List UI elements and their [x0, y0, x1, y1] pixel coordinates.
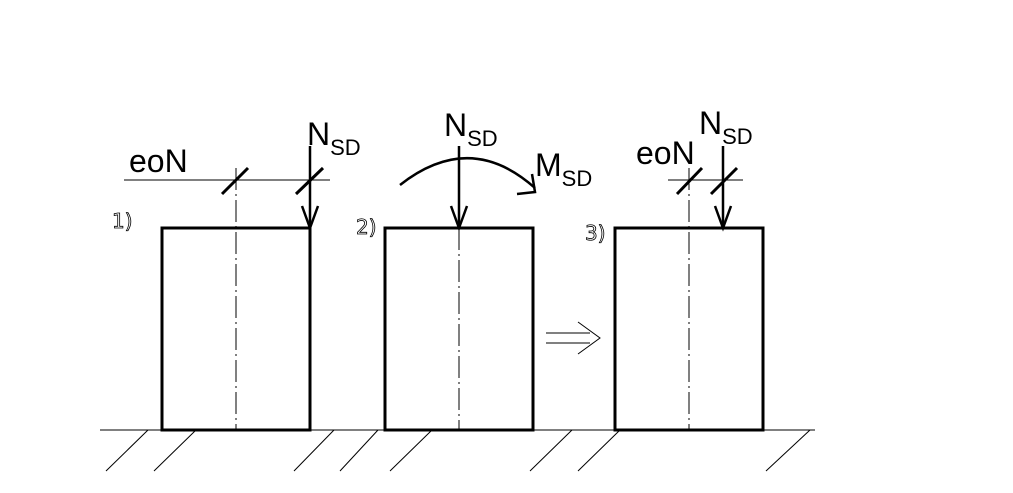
panel-3-eccentricity-label: eoN [636, 135, 695, 171]
panel-2-moment-label: MSD [535, 147, 592, 191]
panel-2-moment-symbol: M [535, 147, 562, 183]
panel-2-force-subscript: SD [467, 126, 498, 151]
panel-1-number: 1) [112, 209, 133, 233]
panel-2-force-symbol: N [444, 107, 467, 143]
panel-1-force-subscript: SD [330, 135, 361, 160]
panel-2-moment-arrow [399, 157, 537, 196]
panel-2: 2) NSD MSD [356, 107, 592, 432]
panel-1-force-arrow [300, 146, 320, 232]
panel-3-force-label: NSD [699, 105, 753, 149]
panel-3-number: 3) [585, 221, 606, 245]
panel-3-force-arrow [713, 146, 733, 232]
panel-1-dimension-tick-left [220, 166, 250, 196]
panel-1: 1) eoN NSD [112, 116, 361, 432]
panel-1-eccentricity-label: eoN [129, 143, 188, 179]
panel-1-force-symbol: N [307, 116, 330, 152]
ground [100, 429, 815, 472]
panel-2-number: 2) [356, 215, 377, 239]
panel-2-force-label: NSD [444, 107, 498, 151]
panel-3-force-symbol: N [699, 105, 722, 141]
panel-2-moment-subscript: SD [562, 166, 593, 191]
panel-3: 3) eoN NSD [585, 105, 765, 432]
panel-3-dimension-tick-left [675, 166, 704, 196]
ground-hatching [105, 429, 811, 472]
equivalence-arrow [546, 321, 601, 355]
panel-1-force-label: NSD [307, 116, 361, 160]
panel-3-force-subscript: SD [722, 124, 753, 149]
